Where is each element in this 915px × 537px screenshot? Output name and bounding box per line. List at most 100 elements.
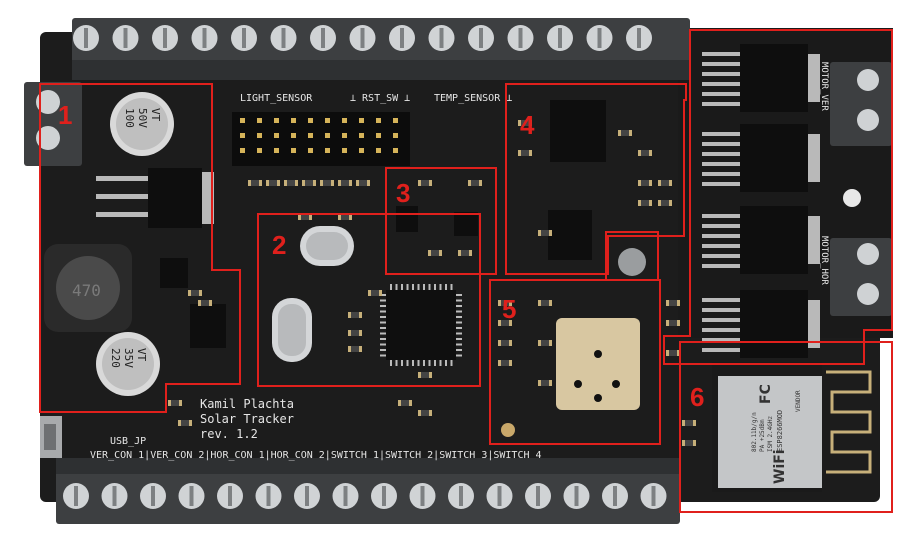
svg-text:35V: 35V [122,348,135,368]
header-pin [257,118,262,123]
motor-ver-terminal [830,62,892,146]
smd-part [248,180,262,186]
terminal-screw [525,483,551,509]
silk-rst-sw: ⊥ RST_SW ⊥ [350,93,410,104]
terminal-screw [152,25,178,51]
terminal-screw [602,483,628,509]
smd-part [638,180,652,186]
smd-part [368,290,382,296]
smd-part [538,340,552,346]
terminal-screw [428,25,455,51]
terminal-screw [217,483,243,509]
smd-part [658,200,672,206]
board-revision: rev. 1.2 [200,427,258,441]
silk-bottom-labels: VER_CON 1|VER_CON 2|HOR_CON 1|HOR_CON 2|… [90,450,542,461]
header-pin [274,133,279,138]
smd-part [168,400,182,406]
region-mosfet-frame [663,29,893,365]
terminal-screw [63,483,89,509]
svg-text:VT: VT [135,348,148,362]
terminal-screw [586,25,613,51]
pcb-antenna [826,370,872,474]
terminal-screw [448,483,474,509]
silk-motor-ver: MOTOR_VER [819,62,829,111]
smd-part [498,360,512,366]
terminal-screw [507,25,534,51]
region-3-frame [385,167,497,275]
header-pin [393,118,398,123]
pin-header [232,112,410,166]
capacitor-small-top [618,248,646,276]
electrolytic-capacitor-top: VT 50V 100 [110,92,174,156]
header-pin [359,148,364,153]
terminal-screw [73,25,99,51]
mounting-hole [843,189,861,207]
terminal-screw [563,483,590,509]
terminal-screw [626,25,652,51]
region-label-2: 2 [272,230,286,260]
svg-text:802.11b/g/n: 802.11b/g/n [751,412,758,452]
top-terminal-strip [72,18,690,80]
svg-text:220: 220 [109,348,122,368]
terminal-screw [349,25,376,51]
svg-text:ESP8266MOD: ESP8266MOD [776,410,784,452]
silk-light-sensor: LIGHT_SENSOR [240,93,313,104]
board-author: Kamil Plachta [200,397,294,411]
header-pin [308,133,313,138]
smd-components [168,120,696,446]
svg-text:VENDOR: VENDOR [795,390,802,412]
terminal-screw [178,483,205,509]
region-label-6: 6 [690,382,704,412]
smd-part [418,372,432,378]
board-project: Solar Tracker [200,412,294,426]
region-4-frame [505,83,687,275]
terminal-screw [294,483,320,509]
terminal-screw [310,25,336,51]
silk-usb-jp: USB_JP [110,436,146,447]
smd-part [320,180,334,186]
smd-part [638,150,652,156]
smd-part [398,400,412,406]
smd-part [498,340,512,346]
header-pin [240,133,245,138]
terminal-screw [409,483,436,509]
smd-part [498,320,512,326]
terminal-screw [255,483,282,509]
header-pin [257,133,262,138]
regulator-small [160,258,226,348]
header-pin [308,148,313,153]
header-pin [274,148,279,153]
terminal-screw [270,25,297,51]
terminal-screw [112,25,139,51]
driver-ic-u5 [548,100,606,260]
smd-part [348,330,362,336]
smd-part [298,214,312,220]
smd-part [666,350,680,356]
region-2-frame [257,213,481,387]
region-5-inner [605,231,659,281]
smd-part [638,200,652,206]
terminal-screw [468,25,494,51]
svg-text:PA +25dBm: PA +25dBm [759,419,766,452]
svg-text:50V: 50V [136,108,149,128]
smd-part [538,300,552,306]
gps-module [501,318,640,437]
header-pin [325,118,330,123]
esp8266-module: VENDOR ESP8266MOD ISM 2.4GHz PA +25dBm 8… [712,362,872,492]
smd-part [418,410,432,416]
usb-connector [40,416,62,458]
header-pin [359,133,364,138]
terminal-screw [332,483,359,509]
header-pin [308,118,313,123]
smd-part [538,230,552,236]
header-pin [291,118,296,123]
motor-hor-terminal [830,238,892,316]
header-pin [376,148,381,153]
mosfet [702,124,820,192]
bottom-terminal-strip [56,458,680,524]
smd-part [178,420,192,426]
electrolytic-capacitor-bottom: VT 35V 220 [96,332,160,396]
smd-part [198,300,212,306]
svg-text:ISM 2.4GHz: ISM 2.4GHz [767,415,774,452]
